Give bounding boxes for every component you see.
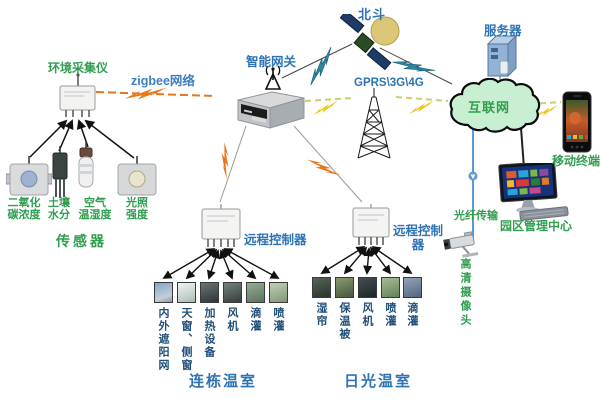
- device-photo-quilt: [335, 277, 354, 298]
- device-photo-drip-right: [403, 277, 422, 298]
- beidou-label: 北斗: [358, 7, 387, 22]
- right-controller-icon: [352, 204, 390, 245]
- server-icon: [486, 34, 518, 78]
- co2-sensor-icon: [6, 156, 52, 196]
- device-label-wet-curtain: 湿帘: [315, 302, 327, 328]
- device-photo-spray-left: [269, 282, 288, 303]
- device-photo-drip-left: [246, 282, 265, 303]
- controller-left-label: 远程控制器: [244, 233, 307, 247]
- device-label-fan-right: 风机: [361, 302, 373, 328]
- sensor-label-light: 光照强度: [126, 197, 148, 221]
- device-label-drip-left: 滴灌: [249, 307, 261, 333]
- camera-label: 高清摄像头: [459, 258, 471, 328]
- monitor-icon: [498, 163, 569, 221]
- gateway-antenna-icon: [264, 65, 282, 90]
- air-sensor-icon: [78, 142, 94, 188]
- fiber-label: 光纤传输: [454, 210, 498, 222]
- cell-tower-icon: [357, 88, 391, 159]
- left-controller-icon: [201, 204, 241, 247]
- camera-icon: [443, 231, 479, 258]
- device-photo-spray-right: [381, 277, 400, 298]
- sensors-title: 传感器: [56, 233, 107, 249]
- device-photo-fan-right: [358, 277, 377, 298]
- device-label-shade-net: 内外遮阳网: [157, 307, 169, 372]
- mgmt-center-label: 园区管理中心: [500, 219, 573, 233]
- controller-right-label: 远程控制器: [392, 224, 443, 252]
- device-label-quilt: 保温被: [338, 302, 350, 341]
- device-photo-shade-net: [154, 282, 173, 303]
- device-photo-wet-curtain: [312, 277, 331, 298]
- satellite-icon: [340, 14, 400, 71]
- gprs-label: GPRS\3G\4G: [354, 77, 424, 89]
- collector-label: 环境采集仪: [48, 61, 109, 75]
- zigbee-label: zigbee网络: [131, 74, 195, 88]
- device-label-spray-right: 喷灌: [384, 302, 396, 328]
- device-label-spray-left: 喷灌: [272, 307, 284, 333]
- internet-cloud: [449, 78, 541, 133]
- sensor-label-co2: 二氧化碳浓度: [7, 197, 41, 221]
- device-label-fan-left: 风机: [226, 307, 238, 333]
- mobile-label: 移动终端: [552, 154, 600, 168]
- greenhouse-left-label: 连栋温室: [189, 373, 258, 390]
- collector-device-icon: [59, 73, 96, 117]
- sensor-label-air: 空气温湿度: [78, 197, 112, 221]
- device-label-drip-right: 滴灌: [406, 302, 418, 328]
- device-label-heater: 加热设备: [203, 307, 215, 359]
- greenhouse-right-label: 日光温室: [344, 373, 413, 390]
- light-sensor-icon: [117, 156, 157, 196]
- device-photo-windows: [177, 282, 196, 303]
- phone-icon: [562, 91, 592, 153]
- device-photo-fan-left: [223, 282, 242, 303]
- gateway-device-icon: [237, 91, 305, 129]
- gateway-label: 智能网关: [246, 55, 297, 69]
- internet-label: 互联网: [468, 100, 511, 115]
- server-label: 服务器: [484, 24, 522, 38]
- device-photo-heater: [200, 282, 219, 303]
- device-label-windows: 天窗、侧窗: [180, 307, 192, 372]
- sensor-label-soil: 土壤水分: [48, 197, 70, 221]
- soil-sensor-icon: [52, 146, 68, 198]
